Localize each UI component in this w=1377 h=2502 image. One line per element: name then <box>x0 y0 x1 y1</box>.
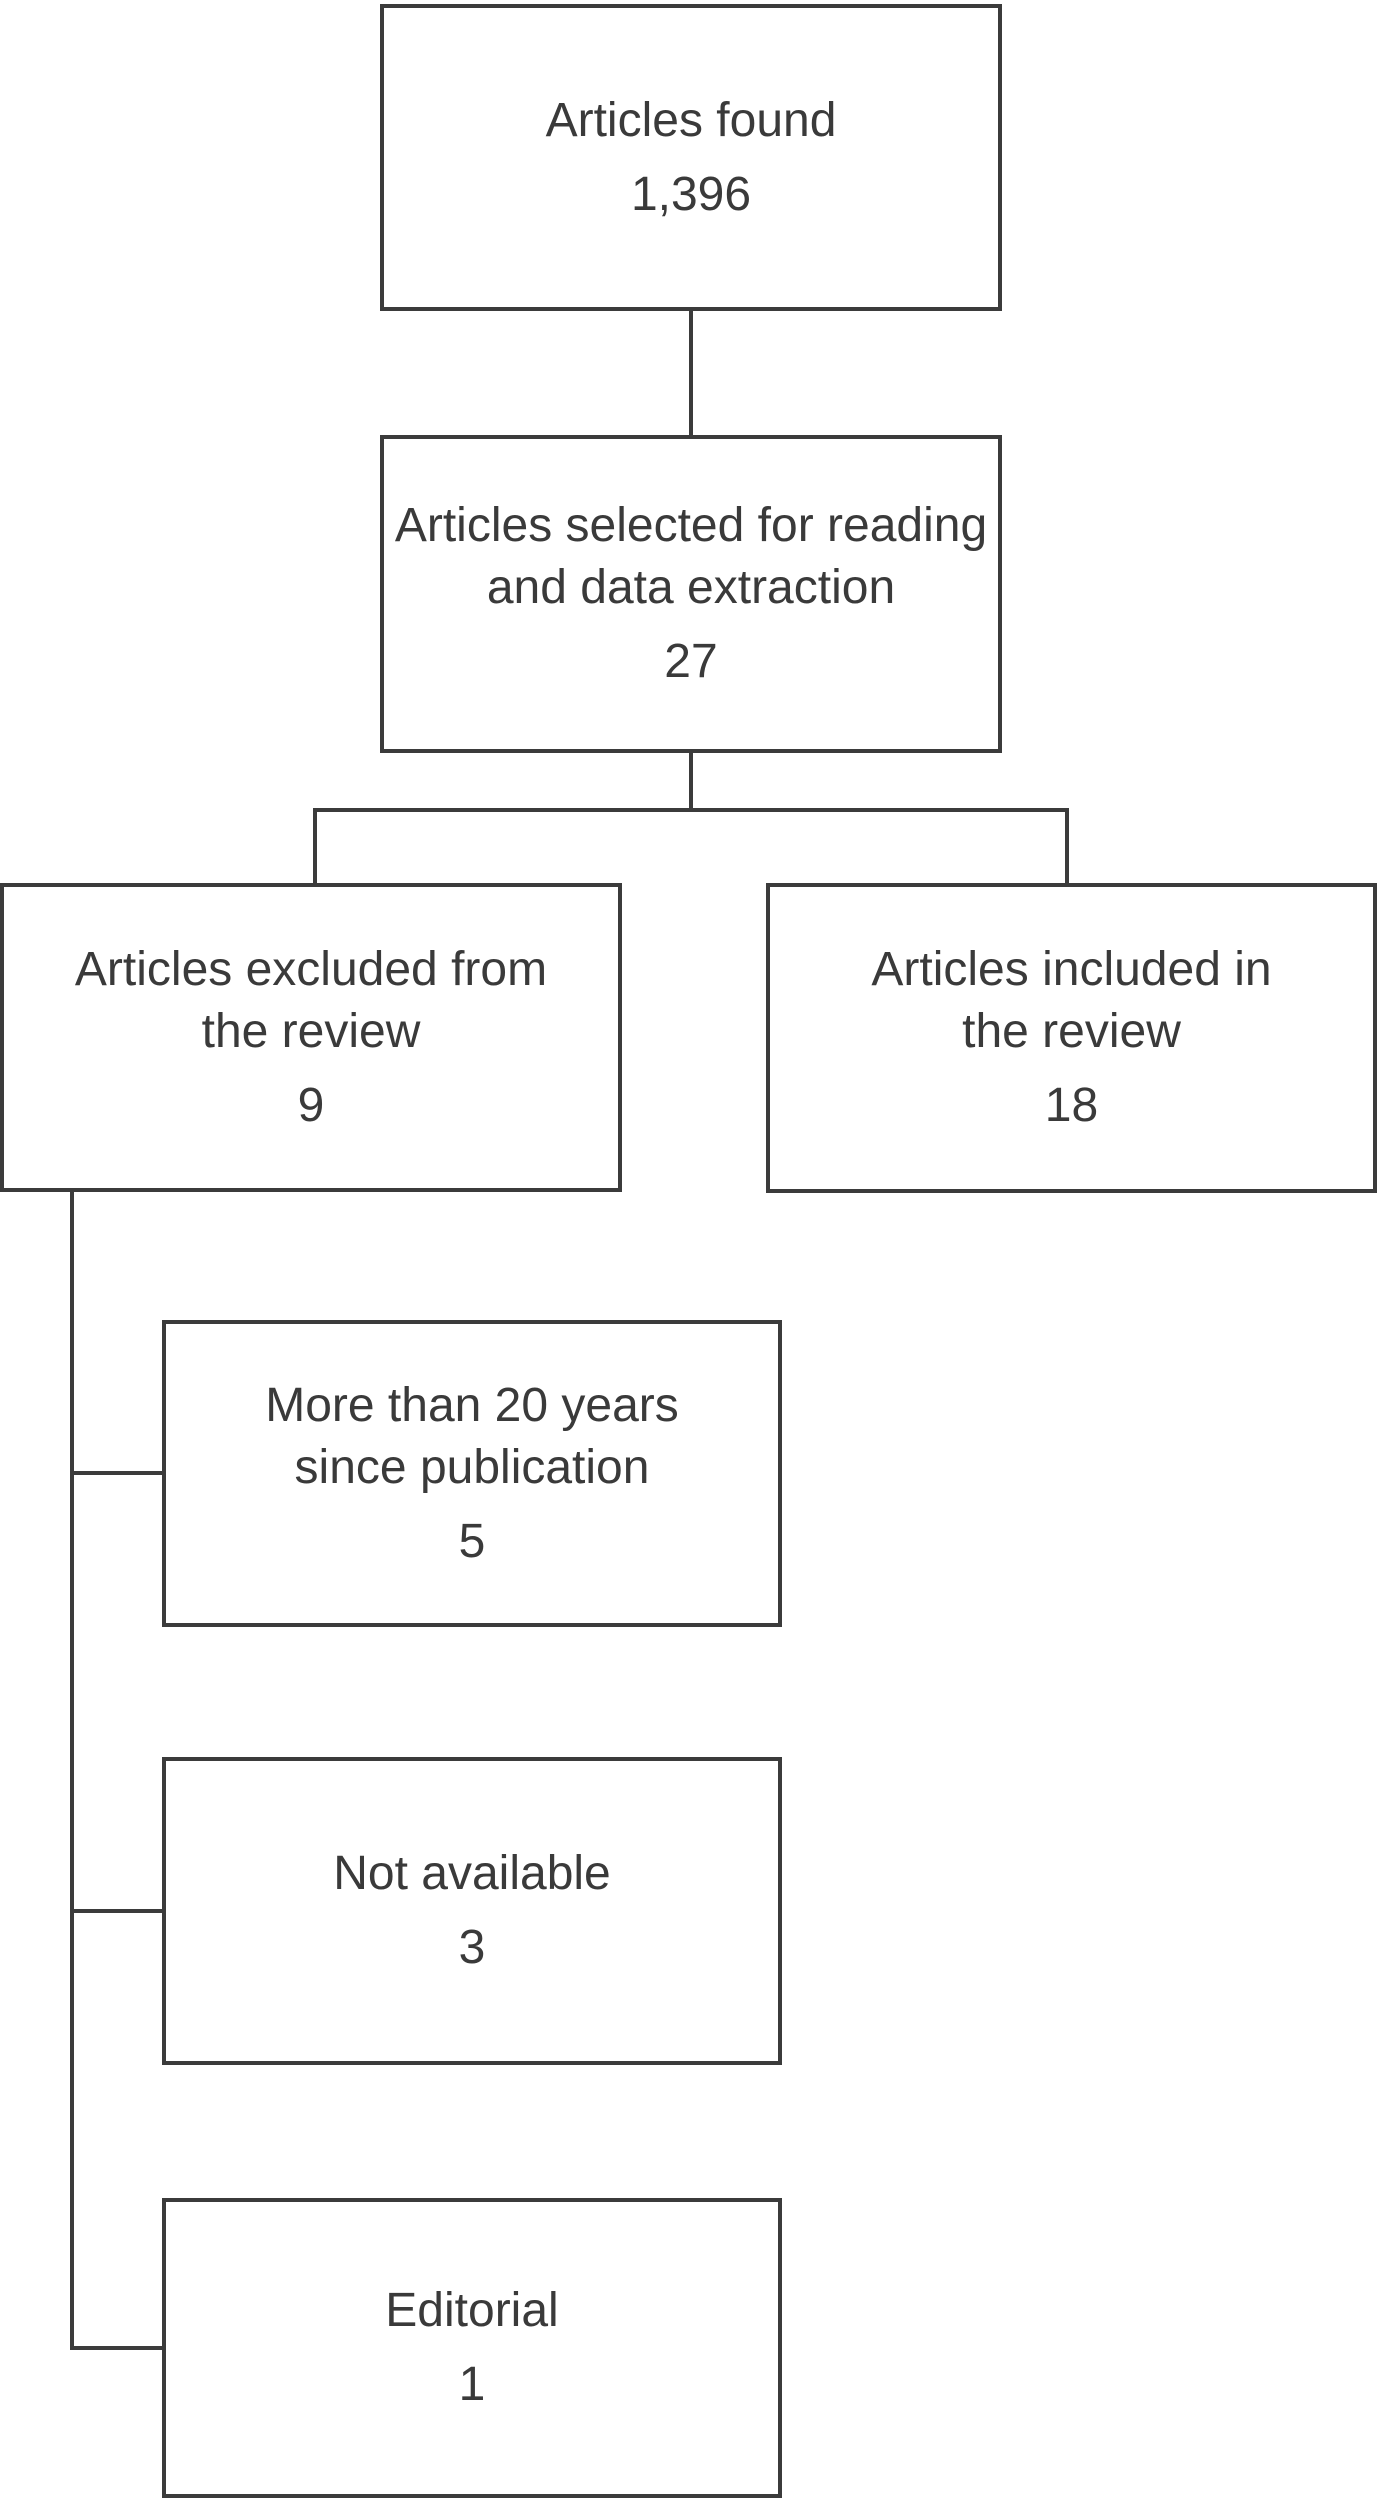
node-articles-selected: Articles selected for reading and data e… <box>380 435 1002 753</box>
node-more-than-20-years: More than 20 years since publication 5 <box>162 1320 782 1627</box>
node-label: the review <box>201 1004 421 1058</box>
node-label: the review <box>962 1005 1181 1058</box>
node-label: since publication <box>294 1440 650 1494</box>
node-value: 9 <box>297 1078 325 1132</box>
connector-drop-to-excluded <box>313 808 317 883</box>
node-label: Articles selected for reading <box>394 499 988 552</box>
connector-selected-stub <box>689 753 693 812</box>
connector-found-to-selected <box>689 311 693 435</box>
node-value: 5 <box>458 1514 486 1568</box>
node-value: 1,396 <box>630 167 752 221</box>
node-label: Articles included in <box>871 943 1272 996</box>
connector-stub-not-available <box>74 1909 162 1913</box>
connector-excluded-trunk <box>70 1192 74 2350</box>
node-label: More than 20 years <box>265 1378 679 1432</box>
node-articles-excluded: Articles excluded from the review 9 <box>0 883 622 1192</box>
connector-branch-line <box>313 808 1069 812</box>
node-label: Not available <box>333 1847 611 1900</box>
node-label: Articles excluded from <box>74 942 548 996</box>
node-value: 27 <box>664 635 718 688</box>
node-value: 3 <box>458 1921 486 1974</box>
node-not-available: Not available 3 <box>162 1757 782 2065</box>
node-articles-included: Articles included in the review 18 <box>766 883 1377 1193</box>
connector-stub-editorial <box>74 2346 162 2350</box>
connector-stub-old-publication <box>74 1471 162 1475</box>
node-label: Articles found <box>545 93 837 147</box>
node-label: Editorial <box>385 2284 559 2337</box>
node-label: and data extraction <box>486 561 896 614</box>
node-articles-found: Articles found 1,396 <box>380 4 1002 311</box>
node-value: 1 <box>458 2358 486 2411</box>
node-value: 18 <box>1044 1079 1099 1132</box>
node-editorial: Editorial 1 <box>162 2198 782 2498</box>
connector-drop-to-included <box>1065 808 1069 883</box>
